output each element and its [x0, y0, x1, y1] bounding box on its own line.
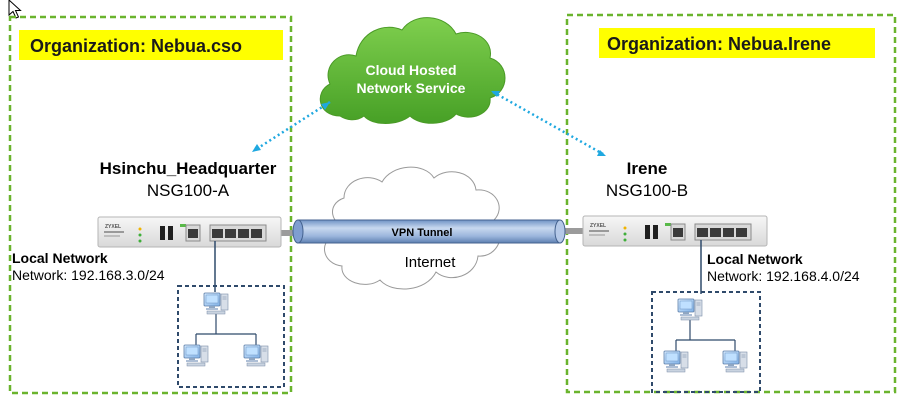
- right-org-label: Organization: Nebua.Irene: [607, 34, 831, 54]
- vpn-tunnel-label: VPN Tunnel: [392, 227, 453, 239]
- router-icon: ZYXEL: [97, 216, 282, 248]
- left-network-address: Network: 192.168.3.0/24: [12, 267, 165, 283]
- right-site-name: Irene: [627, 159, 668, 178]
- svg-text:ZYXEL: ZYXEL: [590, 223, 606, 229]
- computer-icon: [183, 344, 209, 367]
- right-network-address: Network: 192.168.4.0/24: [707, 268, 860, 284]
- computer-icon: [722, 350, 748, 373]
- right-org-boundary: [565, 13, 897, 394]
- internet-label: Internet: [405, 254, 457, 271]
- right-lan-wiring: [675, 320, 736, 351]
- computer-icon: [663, 350, 689, 373]
- left-cloud-link: [252, 100, 331, 152]
- left-lan-wiring: [195, 314, 257, 345]
- computer-icon: [243, 344, 269, 367]
- computer-icon: [203, 292, 229, 315]
- right-cloud-link: [491, 90, 606, 156]
- right-device-model: NSG100-B: [606, 181, 688, 200]
- right-local-network-label: Local Network: [707, 251, 803, 267]
- cloud-icon: [319, 17, 506, 124]
- right-org-label-bg: [599, 28, 875, 58]
- left-local-network-label: Local Network: [12, 250, 108, 266]
- cloud-service-line2: Network Service: [357, 80, 466, 96]
- left-uplink-cable: [279, 230, 301, 236]
- right-lan-box: [651, 291, 761, 393]
- right-uplink-cable: [565, 228, 585, 234]
- left-lan-box: [177, 285, 285, 388]
- left-org-label: Organization: Nebua.cso: [30, 36, 242, 56]
- router-icon: ZYXEL: [582, 215, 768, 247]
- left-site-name: Hsinchu_Headquarter: [100, 159, 277, 178]
- vpn-tunnel: [292, 219, 566, 244]
- svg-text:ZYXEL: ZYXEL: [105, 224, 121, 230]
- left-org-label-bg: [19, 30, 283, 60]
- cloud-service-line1: Cloud Hosted: [366, 62, 457, 78]
- left-org-boundary: [8, 15, 293, 395]
- computer-icon: [677, 298, 703, 321]
- cursor-icon: [8, 0, 22, 19]
- left-device-model: NSG100-A: [147, 181, 230, 200]
